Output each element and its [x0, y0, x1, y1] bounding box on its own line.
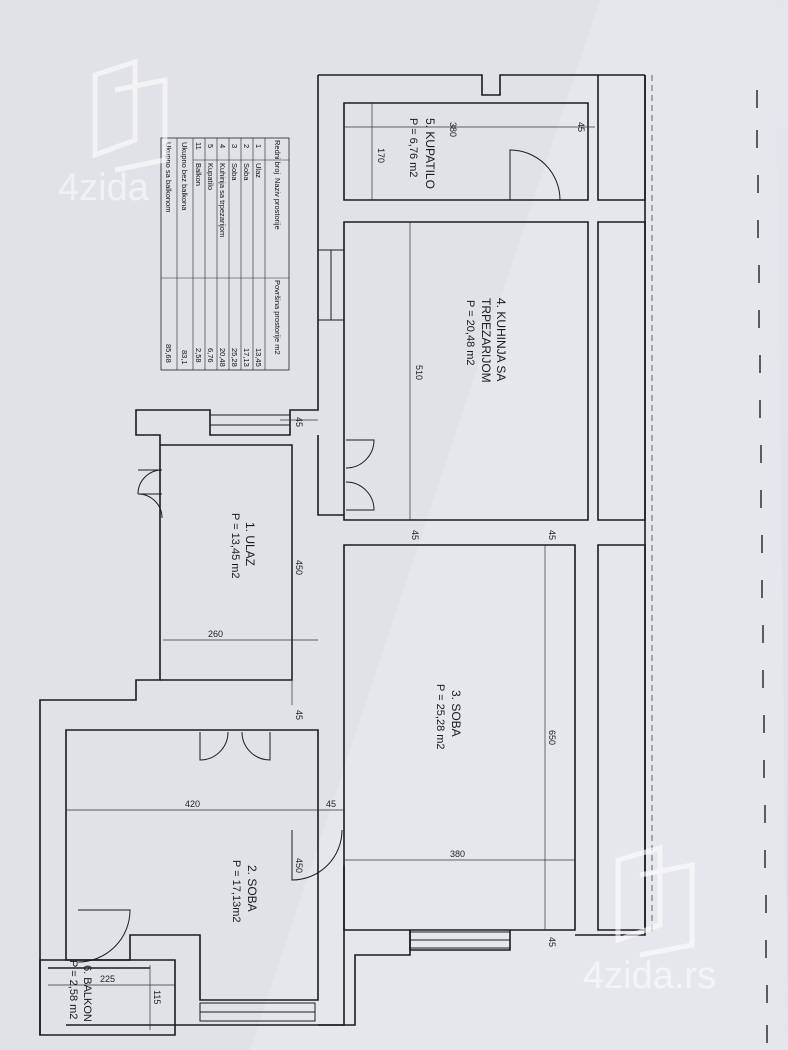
- table-total-value: 85,68: [164, 344, 173, 363]
- dim-45-top: 45: [576, 122, 586, 132]
- room-2-area: P = 17,13m2: [230, 860, 242, 922]
- wall-balcony: [39, 959, 176, 1036]
- area-table: Redni broj Naziv prostorije Površina pro…: [160, 137, 290, 371]
- dim-45-bottom: 45: [547, 937, 557, 947]
- table-cell: Balkon: [194, 163, 203, 186]
- dimension-labels: 380 45 170 510 45 45 450 260 45 45 420 4…: [100, 122, 586, 1004]
- paper-shadow: [0, 0, 600, 1050]
- room-3-area: P = 25,28 m2: [434, 684, 446, 750]
- dim-450-hall: 450: [294, 560, 304, 575]
- dim-45-right: 45: [547, 530, 557, 540]
- table-cell: Kupatilo: [206, 163, 215, 190]
- watermark-top-left: [92, 58, 168, 173]
- room-1-area: P = 13,45 m2: [229, 513, 241, 579]
- doors: [77, 149, 561, 963]
- door-kitchen-left: [345, 439, 375, 469]
- table-cell: 25,28: [230, 348, 239, 367]
- wall-bath-inner: [343, 102, 589, 201]
- dim-380-bottom: 380: [450, 849, 465, 859]
- table-cell: 2: [242, 144, 251, 148]
- table-cell: 3: [230, 144, 239, 148]
- table-header-area: Površina prostorije m2: [273, 280, 282, 355]
- room-4-name: 4. KUHINJA SA: [494, 298, 508, 381]
- table-header-number: Redni broj: [273, 140, 282, 175]
- dim-450-room2: 450: [294, 858, 304, 873]
- door-balcony: [77, 909, 131, 963]
- dim-45-kitchen: 45: [410, 530, 420, 540]
- table-total-value: 83,1: [180, 350, 189, 365]
- room-6-area: P = 2,58 m2: [67, 960, 79, 1019]
- table-cell: Ulaz: [254, 163, 263, 178]
- table-total-label: Ukupno bez balkona: [180, 142, 189, 211]
- dim-115: 115: [152, 990, 162, 1004]
- wall-hall-right: [317, 435, 344, 516]
- table-cell: 4: [218, 144, 227, 148]
- table-cell: 1: [254, 144, 263, 148]
- dim-170: 170: [376, 148, 386, 163]
- table-cell: 17,13: [242, 348, 251, 367]
- wall-kitchen: [343, 221, 589, 521]
- table-cell: Soba: [230, 163, 239, 181]
- dim-420: 420: [185, 799, 200, 809]
- table-cell: 13,45: [254, 348, 263, 367]
- table-cell: 6,76: [206, 348, 215, 363]
- table-cell: Soba: [242, 163, 251, 181]
- table-cell: 2,58: [194, 348, 203, 363]
- room-6-name: 6. BALKON: [81, 965, 93, 1022]
- wall-room3: [343, 544, 576, 931]
- watermark-logo-icon: [92, 58, 168, 173]
- table-cell: Kuhinja sa trpezarijom: [218, 163, 227, 237]
- table-header-name: Naziv prostorije: [273, 178, 282, 230]
- door-room2-a: [199, 731, 229, 761]
- door-bathroom: [509, 149, 561, 201]
- table-frame: [160, 137, 290, 371]
- room-labels: 5. KUPATILO P = 6,76 m2 4. KUHINJA SA TR…: [67, 118, 508, 1022]
- table-cell: 11: [194, 142, 203, 150]
- windows: [199, 249, 511, 1022]
- room-5-area: P = 6,76 m2: [407, 118, 419, 177]
- table-cell: 20,48: [218, 348, 227, 367]
- watermark-text-top: 4zida: [58, 167, 150, 209]
- dim-45-hall: 45: [294, 417, 304, 427]
- cut-line: [756, 90, 768, 1043]
- dim-380-top: 380: [448, 122, 458, 137]
- wall-right-edge: [575, 75, 646, 936]
- room-1-name: 1. ULAZ: [243, 522, 257, 566]
- watermark-bottom-right: [615, 844, 695, 958]
- dim-260: 260: [208, 629, 223, 639]
- dim-650: 650: [547, 730, 557, 745]
- dim-225: 225: [100, 974, 115, 984]
- door-kitchen-right: [345, 481, 375, 511]
- wall-top: [318, 74, 645, 96]
- room-3-name: 3. SOBA: [449, 690, 463, 737]
- room-4-name2: TRPEZARIJOM: [479, 298, 493, 383]
- door-room2-b: [241, 731, 271, 761]
- room-2-name: 2. SOBA: [245, 865, 259, 912]
- dim-45-mid: 45: [294, 710, 304, 720]
- table-cell: 5: [206, 144, 215, 148]
- dim-45-room2: 45: [326, 799, 336, 809]
- door-room2-side: [291, 829, 343, 881]
- room-5-name: 5. KUPATILO: [423, 118, 437, 189]
- watermark-logo-icon: [615, 844, 695, 958]
- room-4-area: P = 20,48 m2: [464, 300, 476, 366]
- watermark-text-bottom: 4zida.rs: [583, 955, 716, 997]
- door-entrance-left: [137, 469, 163, 495]
- door-entrance-right: [137, 493, 163, 519]
- dimension-lines: [48, 103, 595, 1030]
- wall-bathroom-outer: [39, 75, 319, 1035]
- dim-510: 510: [414, 365, 424, 380]
- walls: [39, 74, 646, 1036]
- table-total-label: Ukupno sa balkonom: [164, 142, 173, 212]
